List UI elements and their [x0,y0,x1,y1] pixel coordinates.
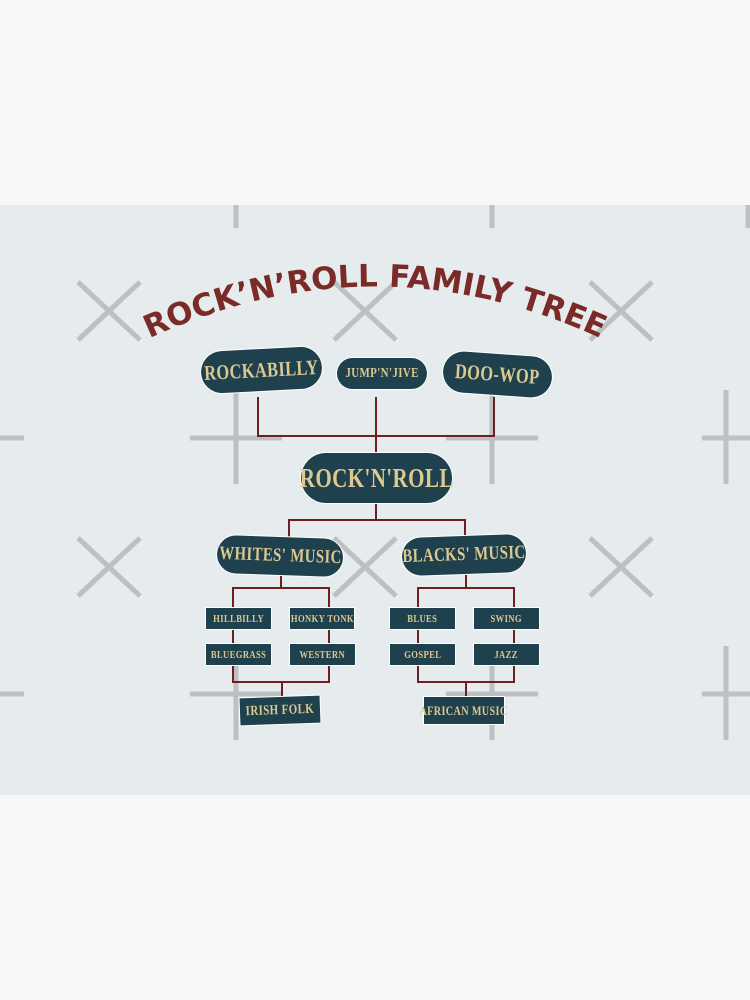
node-label: HONKY TONK [290,612,354,625]
node-bluegrass: BLUEGRASS [206,644,271,665]
node-rock-n-roll: ROCK'N'ROLL [299,453,454,503]
node-doo-wop: DOO-WOP [441,350,554,399]
node-label: JUMP'N'JIVE [345,365,419,381]
node-label: ROCK'N'ROLL [299,462,454,493]
node-label: WESTERN [299,648,346,661]
node-label: BLUES [407,612,438,625]
node-whites-music: WHITES' MUSIC [216,534,344,578]
node-label: GOSPEL [403,648,442,661]
node-hillbilly: HILLBILLY [206,608,271,629]
node-label: JAZZ [494,648,519,661]
node-honky-tonk: HONKY TONK [290,608,354,629]
node-jazz: JAZZ [474,644,539,665]
node-label: AFRICAN MUSIC [419,702,509,718]
node-blues: BLUES [390,608,455,629]
node-label: SWING [490,612,523,625]
watermark [0,205,750,740]
connector-lines [232,397,515,697]
node-rockabilly: ROCKABILLY [199,345,324,395]
node-label: IRISH FOLK [245,701,315,719]
node-label: WHITES' MUSIC [218,542,342,569]
node-label: BLUEGRASS [210,648,267,661]
node-blacks-music: BLACKS' MUSIC [401,533,527,577]
node-label: DOO-WOP [454,359,541,389]
node-western: WESTERN [290,644,355,665]
node-irish-folk: IRISH FOLK [239,695,321,726]
node-swing: SWING [474,608,539,629]
node-label: ROCKABILLY [203,354,320,385]
node-jump-n-jive: JUMP'N'JIVE [337,358,427,389]
node-gospel: GOSPEL [390,644,455,665]
node-label: BLACKS' MUSIC [402,541,526,568]
node-label: HILLBILLY [213,612,264,625]
node-african-music: AFRICAN MUSIC [420,697,508,724]
